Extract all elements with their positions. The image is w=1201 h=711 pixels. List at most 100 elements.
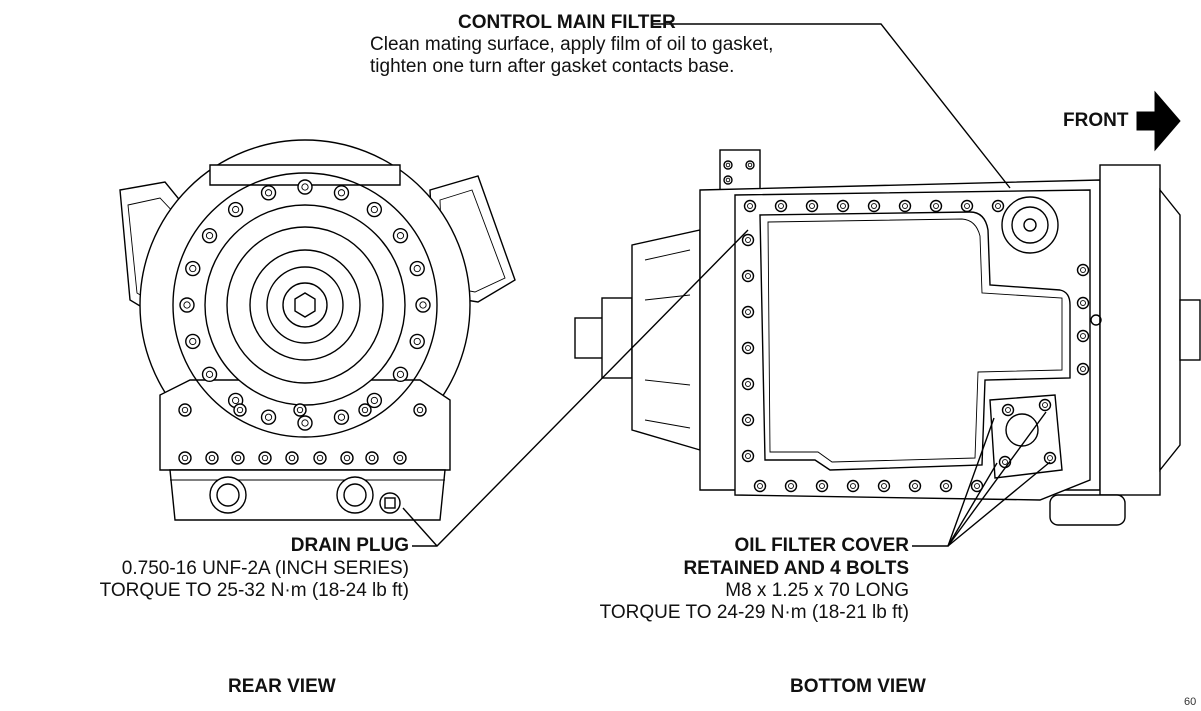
oil-filter-cover-bolt: [1038, 398, 1052, 412]
bottom-pan-bolt-center: [747, 203, 753, 209]
rear-bolt: [201, 227, 218, 244]
rear-lower-bolt-center: [288, 454, 296, 462]
rear-bolt: [227, 201, 244, 218]
rear-bolt-center: [337, 189, 346, 197]
oil-filter-cover-subtitle: RETAINED AND 4 BOLTS: [683, 558, 909, 579]
bottom-rear-rib4: [644, 419, 691, 429]
bottom-pan-bolt: [929, 199, 943, 213]
rear-bolt: [409, 260, 425, 277]
bottom-pan-bolt-center: [850, 483, 856, 489]
oil-filter-cover-title: OIL FILTER COVER: [734, 535, 909, 556]
control-main-filter-ring: [1011, 206, 1049, 244]
rear-converter-face: [204, 204, 406, 406]
rear-bolt: [409, 333, 425, 350]
bottom-bracket-bolt-center: [725, 177, 731, 183]
rear-bolt-center: [301, 183, 309, 191]
control-main-filter-line1: Clean mating surface, apply film of oil …: [370, 34, 774, 55]
bottom-pan-bolt-center: [881, 483, 887, 489]
rear-bolt-center: [396, 232, 405, 240]
bottom-rear-shaft: [574, 317, 604, 359]
rear-lower-bolt: [393, 451, 407, 465]
bottom-pan-bolt: [970, 479, 984, 493]
bottom-pan-bolt-center: [840, 203, 846, 209]
rear-view-drawing: [119, 139, 516, 521]
rear-lower-bolt-center: [343, 454, 351, 462]
rear-bolt-center: [189, 337, 197, 346]
bottom-pan-bolt: [784, 479, 798, 493]
rear-lower-bolt: [285, 451, 299, 465]
rear-lower-bolt: [178, 451, 192, 465]
rear-converter-ring3: [266, 266, 344, 344]
bottom-pan-bolt: [774, 199, 788, 213]
bottom-view-caption: BOTTOM VIEW: [790, 676, 926, 697]
rear-lower-bolt-center: [296, 406, 304, 414]
bottom-pan-bolt: [741, 449, 755, 463]
rear-bolt: [185, 260, 201, 277]
bottom-rear-rib3: [644, 379, 691, 386]
bottom-pan-bolt: [741, 341, 755, 355]
bottom-pan-bolt-center: [1080, 267, 1086, 273]
bottom-pan-bolt-center: [871, 203, 877, 209]
rear-bolt: [297, 179, 313, 195]
oil-filter-cover-bolt-center: [1005, 407, 1011, 413]
drain-plug-torque: TORQUE TO 25-32 N·m (18-24 lb ft): [99, 580, 409, 601]
leader-control-main-filter: [652, 23, 1011, 189]
rear-drain-plug: [379, 492, 401, 514]
bottom-pan-bolt-center: [778, 203, 784, 209]
rear-bolt: [366, 201, 383, 218]
rear-bolt-center: [205, 370, 214, 378]
bottom-pan-bolt-center: [902, 203, 908, 209]
rear-lower-bolt-center: [316, 454, 324, 462]
rear-bolt: [260, 185, 277, 201]
oil-filter-cover-bolt-center: [1047, 455, 1053, 461]
oil-filter-cover-bolt: [1001, 403, 1015, 417]
rear-bolt-center: [189, 264, 197, 273]
rear-lower-bolt: [293, 403, 307, 417]
rear-bolt-center: [413, 337, 421, 346]
bottom-view-drawing: [574, 149, 1201, 526]
rear-bolt: [297, 415, 313, 431]
bottom-pan-bolt: [753, 479, 767, 493]
bottom-pan-bolt: [805, 199, 819, 213]
rear-lower-bolt: [258, 451, 272, 465]
rear-bolt-center: [183, 301, 191, 309]
bottom-pan-bolt: [741, 305, 755, 319]
bottom-pan-bolt: [960, 199, 974, 213]
bottom-rear-rib1: [644, 249, 691, 261]
bottom-bracket-bolt-center: [747, 162, 753, 168]
bottom-pan-bolt: [867, 199, 881, 213]
bottom-pan-bolt-center: [788, 483, 794, 489]
rear-bolt-group: [178, 179, 431, 465]
bottom-pan-bolt: [908, 479, 922, 493]
rear-lower-bolt-center: [181, 406, 189, 414]
rear-converter-ring1: [226, 226, 384, 384]
rear-bolt: [260, 409, 277, 425]
right-arrow-icon: [1136, 90, 1181, 152]
rear-bolt-center: [301, 419, 309, 427]
oil-filter-cover-spec: M8 x 1.25 x 70 LONG: [725, 580, 909, 601]
bottom-pan-bolt: [1076, 296, 1090, 310]
bottom-pan-bolt-center: [1080, 300, 1086, 306]
bottom-bracket-bolt: [745, 160, 755, 170]
rear-converter-hub: [282, 282, 328, 328]
bottom-pan-bolt: [743, 199, 757, 213]
bottom-pan-bolt-center: [943, 483, 949, 489]
bottom-bracket-bolt-center: [725, 162, 731, 168]
bottom-bracket-bolt: [723, 160, 733, 170]
rear-bolt-center: [205, 232, 214, 240]
rear-bolt-center: [232, 396, 240, 405]
bottom-pan-bolt: [1076, 329, 1090, 343]
rear-bolt: [333, 409, 350, 425]
rear-bolt-center: [370, 205, 378, 214]
bottom-pan-bolt: [1076, 263, 1090, 277]
rear-bolt-center: [396, 370, 405, 378]
bottom-pan-bolt: [877, 479, 891, 493]
rear-bolt-center: [232, 205, 240, 214]
bottom-front-bell: [1159, 188, 1181, 472]
leader-oil-filter-2: [947, 462, 998, 547]
rear-bolt-center: [264, 413, 273, 421]
figure-number: 60: [1184, 696, 1197, 708]
rear-bolt-center: [370, 396, 378, 405]
bottom-pan-bolt-center: [745, 309, 751, 315]
rear-port-left: [209, 476, 247, 514]
